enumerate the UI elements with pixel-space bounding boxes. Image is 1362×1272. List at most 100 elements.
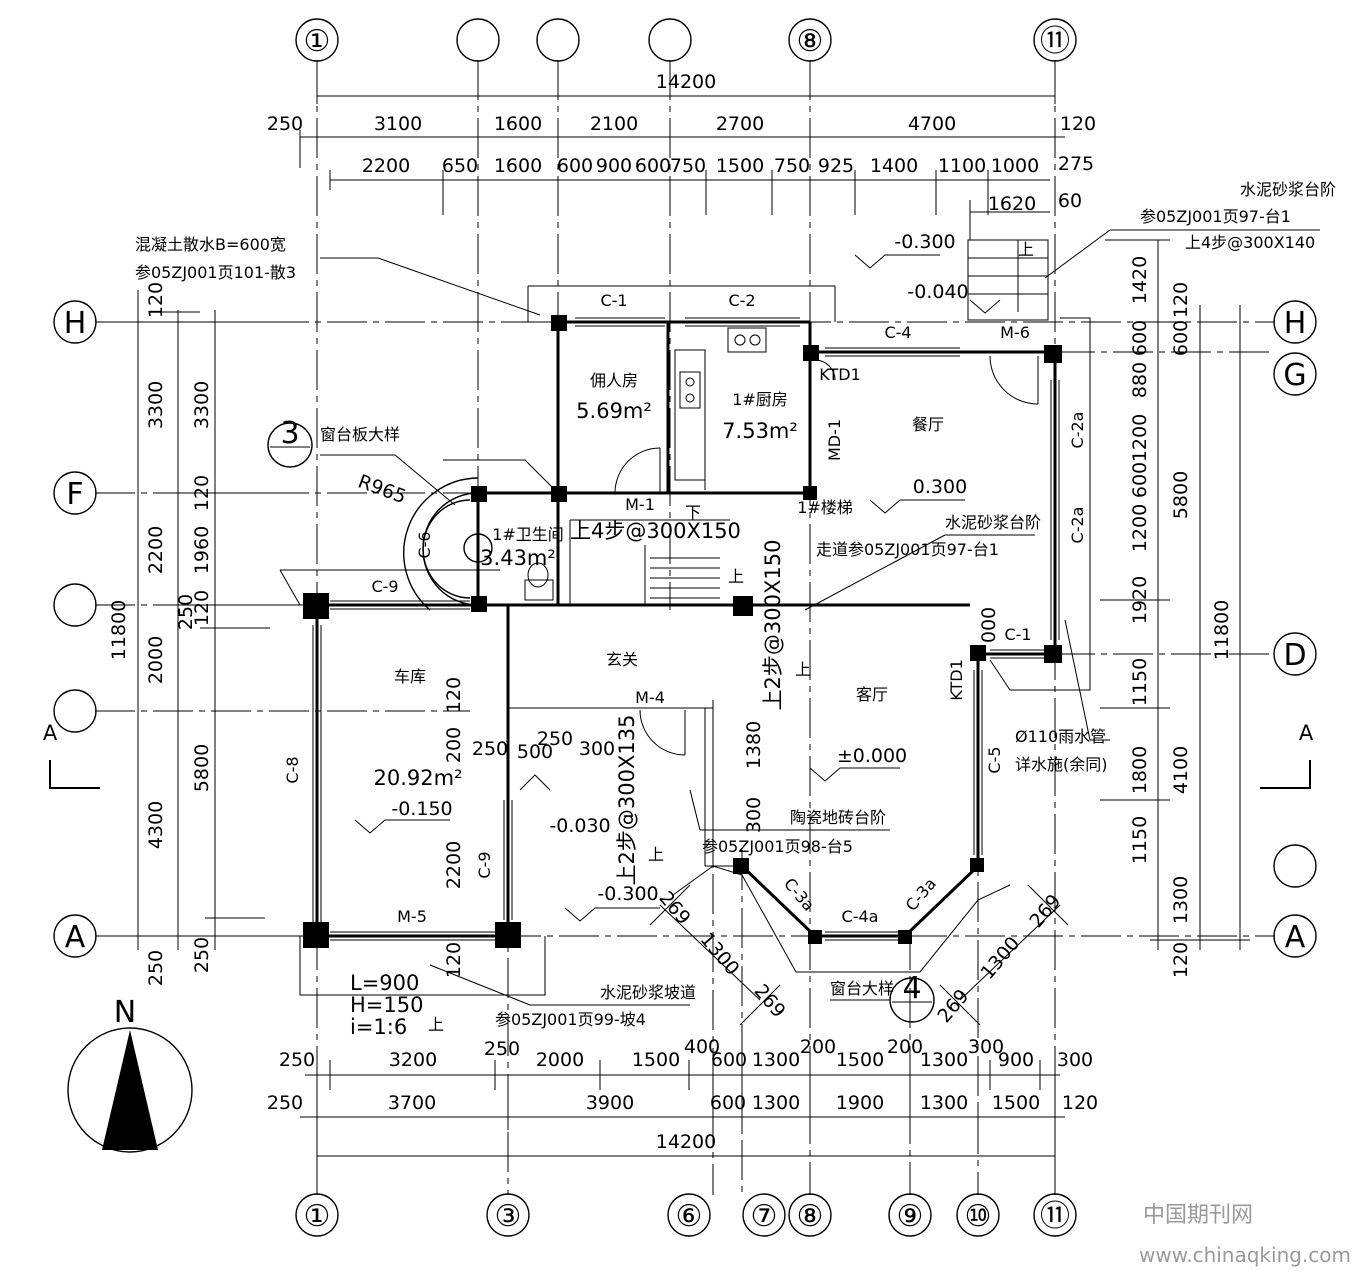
dim-top-r2-2: 1600 (494, 155, 542, 177)
note-ramp-H: H=150 (350, 993, 423, 1017)
dim-bottom-r2-7: 1500 (992, 1092, 1040, 1114)
top-dimension-ticks (299, 88, 1056, 240)
room-servant-name: 佣人房 (590, 371, 638, 390)
dim-top-r2-4: 900 (596, 155, 632, 177)
dim-top-total: 14200 (656, 71, 716, 93)
axis-bottom-1: ① (304, 1199, 331, 1234)
note-stair-3: 上2步@300X135 (615, 715, 639, 886)
dim-bottom-r1-1: 3200 (389, 1049, 437, 1071)
note-pipe-2: 详水施(余同) (1015, 755, 1108, 774)
bottom-dimension-text: 250 3200 250 2000 1500 400 600 1300 200 … (267, 1036, 1098, 1153)
note-step-ne-2: 上4步@300X140 (1185, 233, 1315, 252)
note-tile-step-ref: 参05ZJ001页98-台5 (702, 837, 853, 856)
code-M-6: M-6 (1000, 323, 1030, 342)
section-mark-left: A (43, 721, 58, 745)
dim-top-r1-3: 2100 (590, 113, 638, 135)
level-ne-minus-040: -0.040 (907, 281, 968, 303)
misc-dim-14: 269 (933, 985, 973, 1027)
code-C-5: C-5 (985, 746, 1004, 773)
dim-bottom-r1-11: 1300 (920, 1049, 968, 1071)
axis-bottom-10: ⑩ (965, 1199, 992, 1234)
grid-lines (95, 60, 1275, 1195)
dim-right-i-6: 1200 (1129, 504, 1151, 552)
leader-lines (320, 229, 1320, 1006)
misc-dimensions: 120 200 250 500 300 250 1380 300 2200 00… (443, 607, 1065, 1027)
code-C-6: C-6 (415, 531, 434, 558)
axis-top-8: ⑧ (797, 24, 824, 59)
axis-right-H: H (1284, 306, 1307, 341)
dim-right-i-4: 1200 (1129, 414, 1151, 462)
dim-bottom-r1-9: 1500 (836, 1049, 884, 1071)
note-apron-2: 参05ZJ001页101-散3 (135, 263, 296, 282)
note-apron-1: 混凝土散水B=600宽 (135, 235, 286, 254)
bay-apron (279, 285, 1091, 996)
axis-bottom-11: ⑪ (1040, 1199, 1070, 1234)
code-M-4: M-4 (635, 688, 665, 707)
level-dining: 0.300 (913, 476, 967, 498)
dim-bottom-r1-12: 300 (968, 1036, 1004, 1058)
room-stair-name: 1#楼梯 (797, 498, 853, 517)
room-toilet-area: 3.43m² (480, 546, 556, 570)
room-garage-name: 车库 (394, 667, 426, 686)
code-C-8: C-8 (283, 756, 302, 783)
dim-left-o-3: 250 (175, 594, 197, 630)
toilet-fixture (524, 562, 554, 601)
axis-bubbles-top: ① ⑧ ⑪ (295, 18, 1077, 62)
left-dimension-text: 120 3300 2200 250 2000 4300 250 11800 33… (108, 282, 213, 986)
note-tile-step: 陶瓷地砖台阶 (790, 808, 886, 827)
opening-codes: C-1 C-2 C-4 M-6 KTD1 MD-1 C-2a C-2a C-6 … (283, 291, 1087, 926)
level-labels: -0.300 -0.040 0.300 ±0.000 -0.150 -0.030… (391, 231, 968, 905)
dim-right-i-2: 600 (1129, 320, 1151, 356)
dim-bottom-r2-3: 600 (710, 1092, 746, 1114)
code-C-9-top: C-9 (371, 577, 398, 596)
axis-bottom-7: ⑦ (751, 1199, 778, 1234)
dim-top-r2-9: 925 (818, 155, 854, 177)
note-radius: R965 (355, 471, 409, 509)
level-entry: -0.300 (597, 883, 658, 905)
structural-columns (303, 315, 1062, 948)
dim-top-r2-12: 1000 (991, 155, 1039, 177)
misc-dim-7: 300 (743, 797, 765, 833)
dim-top-r1-6: 120 (1060, 113, 1096, 135)
note-sill-big: 窗台大样 (830, 979, 894, 998)
code-MD-1: MD-1 (825, 419, 844, 461)
note-up-foyer: 上 (648, 845, 664, 864)
axis-bubbles-bottom: ① ③ ⑥ ⑦ ⑧ ⑨ ⑩ ⑪ (295, 1193, 1077, 1237)
bottom-dimension-ticks (316, 1060, 1056, 1170)
axis-bubbles-left: H F A (53, 300, 97, 958)
dim-right-i-8: 1150 (1129, 658, 1151, 706)
code-C-1-top: C-1 (600, 291, 627, 310)
axis-top-1: ① (304, 24, 331, 59)
right-dimension-text: 1420 120 600 880 1200 600 1200 1920 1150… (1129, 256, 1233, 978)
dim-bottom-r1-10: 200 (887, 1036, 923, 1058)
note-ramp-title: 水泥砂浆坡道 (600, 983, 696, 1002)
room-living-name: 客厅 (856, 685, 888, 704)
dim-top-small-0: 1620 (988, 193, 1036, 215)
dim-top-r2-1: 650 (442, 155, 478, 177)
dim-bottom-total: 14200 (656, 1131, 716, 1153)
dim-bottom-r2-8: 120 (1062, 1092, 1098, 1114)
dim-bottom-r1-4: 1500 (632, 1049, 680, 1071)
annotations: 混凝土散水B=600宽 参05ZJ001页101-散3 水泥砂浆台阶 参05ZJ… (43, 180, 1336, 1039)
axis-right-G: G (1283, 358, 1306, 393)
dim-right-m-1: 5800 (1170, 471, 1192, 519)
note-stair-1: 上4步@300X150 (570, 519, 741, 543)
detail-callout-3: 3 (267, 416, 313, 468)
dim-right-outer: 11800 (1211, 600, 1233, 660)
axis-right-A: A (1285, 920, 1306, 955)
dim-right-m-2: 4100 (1170, 746, 1192, 794)
dim-left-i-3: 120 (191, 590, 213, 626)
code-C-9-garage: C-9 (475, 851, 494, 878)
section-mark-right: A (1299, 721, 1314, 745)
dim-right-m-3: 1300 (1170, 876, 1192, 924)
code-KTD1-right: KTD1 (947, 659, 966, 701)
room-kitchen-area: 7.53m² (722, 419, 798, 443)
axis-left-H: H (64, 306, 87, 341)
note-up-stair: 上 (728, 567, 744, 586)
room-toilet-name: 1#卫生间 (492, 525, 564, 544)
dim-bottom-r2-2: 3900 (586, 1092, 634, 1114)
misc-dim-0: 120 (443, 677, 465, 713)
axis-right-D: D (1283, 638, 1306, 673)
note-step-ne-title: 水泥砂浆台阶 (1240, 180, 1336, 199)
watermark-cn: 中国期刊网 (1143, 1203, 1253, 1228)
